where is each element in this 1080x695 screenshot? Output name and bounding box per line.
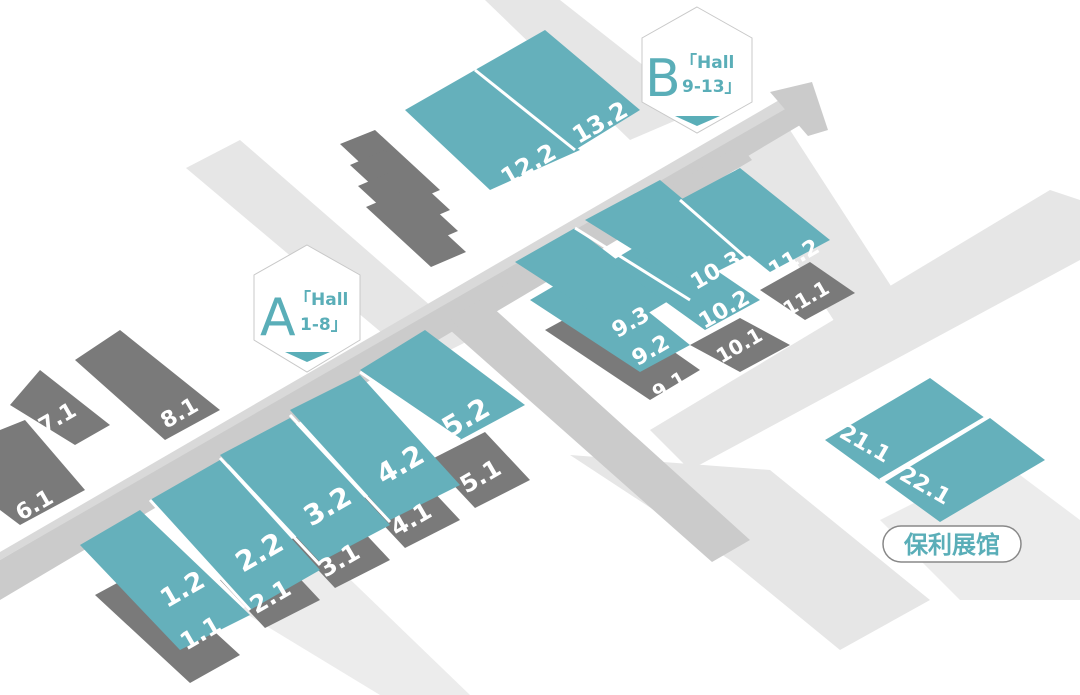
- sign-a-letter: A: [260, 288, 296, 348]
- divider-12-13: [474, 68, 576, 152]
- walkway-branch-down: [450, 305, 750, 562]
- sign-b-line2: 9-13」: [682, 77, 742, 97]
- hall-10-1: [690, 318, 790, 372]
- road-right-long: [650, 190, 1080, 470]
- sign-b-line1: 「Hall: [680, 52, 734, 73]
- road-bottom: [570, 455, 930, 650]
- sign-a-line2: 1-8」: [300, 315, 348, 335]
- hall-11-1: [760, 262, 855, 320]
- sign-a-hexagon: [253, 244, 361, 373]
- hall-12-2: [405, 70, 580, 190]
- road-left-diagonal: [186, 140, 470, 365]
- hall-13-2: [475, 30, 640, 150]
- walkway-branch-side: [450, 145, 752, 332]
- sign-b-letter: B: [645, 49, 681, 109]
- sign-a-arrow-icon: [285, 352, 330, 362]
- divider-9-10: [574, 226, 691, 302]
- hall-11-2: [680, 168, 830, 272]
- hall-9-3: [515, 228, 670, 330]
- hall-4-2: [290, 375, 460, 520]
- hall-5-1: [430, 432, 530, 508]
- hall-1-2: [80, 510, 250, 650]
- hall-22-1: [885, 418, 1045, 522]
- divider-1-2: [148, 498, 252, 612]
- sign-a-line1: 「Hall: [294, 289, 348, 310]
- stack-tile-4: [366, 192, 466, 267]
- sign-b-hexagon: [641, 6, 753, 134]
- divider-2-3: [218, 456, 322, 567]
- hall-21-1: [825, 378, 985, 480]
- hall-5-2: [360, 330, 525, 440]
- poly-label-text: 保利展馆: [903, 531, 1000, 559]
- stacked-tiles: [340, 130, 466, 267]
- divider-3-4: [288, 413, 392, 524]
- hall-7-1: [10, 370, 110, 445]
- hall-8-1: [75, 330, 220, 440]
- teal-halls: [80, 30, 1045, 650]
- sign-b-arrow-icon: [675, 116, 720, 126]
- divider-4-5: [359, 370, 461, 442]
- hall-dividers: [148, 68, 986, 612]
- divider-21-22: [879, 416, 986, 482]
- hall-10-3: [585, 180, 750, 285]
- walkway-main-top: [0, 88, 808, 560]
- walkway-branch-hook: [770, 82, 828, 136]
- hall-3-2: [220, 418, 390, 562]
- divider-10-11: [679, 198, 761, 272]
- poly-label-badge: 保利展馆: [882, 525, 1022, 563]
- hall-6-1: [0, 420, 85, 525]
- entrance-sign-b: B 「Hall 9-13」: [641, 6, 753, 134]
- poly-label-frame: [882, 525, 1022, 563]
- hall-2-2: [150, 460, 320, 610]
- entrance-sign-a: A 「Hall 1-8」: [253, 244, 361, 373]
